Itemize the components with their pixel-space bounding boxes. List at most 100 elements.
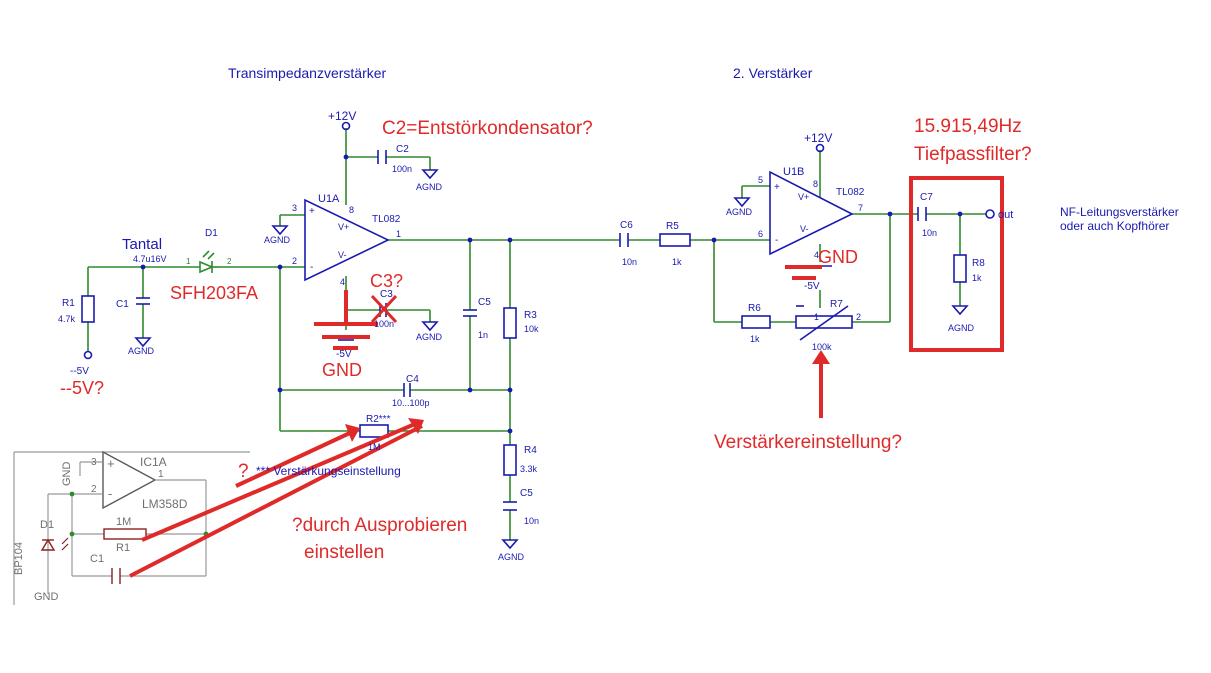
inset-r1v: 1M <box>116 516 131 528</box>
plus-a: + <box>309 206 315 217</box>
label-r4: R4 <box>524 445 537 456</box>
label-r3: R3 <box>524 310 537 321</box>
label-r8: R8 <box>972 258 985 269</box>
value-r3: 10k <box>524 324 539 334</box>
inset-r1: R1 <box>116 542 130 554</box>
resistor-r2 <box>359 424 389 438</box>
inset-gnd-top: GND <box>61 462 73 487</box>
label-d1: D1 <box>205 228 218 239</box>
agnd-c3: AGND <box>416 332 443 342</box>
label-tl082-b: TL082 <box>836 187 865 198</box>
inset-p1: 1 <box>158 469 164 480</box>
label-c4: C4 <box>406 374 419 385</box>
agnd-pin5: AGND <box>726 207 753 217</box>
resistor-r4 <box>503 444 517 476</box>
inset-c1: C1 <box>90 553 104 565</box>
agnd-pin3: AGND <box>264 235 291 245</box>
value-r7: 100k <box>812 342 832 352</box>
lowpass-highlight-box <box>909 176 1004 352</box>
opamp-u1b <box>769 170 854 256</box>
annot-freq: 15.915,49Hz <box>914 116 1022 137</box>
inset-opamp <box>102 450 157 510</box>
value-c3: 100n <box>374 319 394 329</box>
r7-pin1: 1 <box>814 312 819 322</box>
pin8-b: 8 <box>813 179 818 189</box>
resistor-r3 <box>503 307 517 339</box>
label-c2: C2 <box>396 144 409 155</box>
components <box>81 121 995 550</box>
annot-gain: Verstärkereinstellung? <box>714 432 902 453</box>
annot-gnd1: GND <box>322 360 362 380</box>
nf-line2: oder auch Kopfhörer <box>1060 219 1169 233</box>
pin1: 1 <box>396 229 401 239</box>
pin2: 2 <box>292 256 297 266</box>
agnd-r8: AGND <box>948 323 975 333</box>
annot-c3: C3? <box>370 271 403 291</box>
agnd-c1: AGND <box>128 346 155 356</box>
label-c1: C1 <box>116 299 129 310</box>
value-c7: 10n <box>922 228 937 238</box>
annot-q: ? <box>238 461 249 482</box>
inset-circuit <box>13 450 250 605</box>
label-c5b: C5 <box>520 488 533 499</box>
label-c7: C7 <box>920 192 933 203</box>
label-out: out <box>998 209 1013 221</box>
potentiometer-r7 <box>795 315 853 329</box>
value-r4: 3.3k <box>520 464 538 474</box>
label-plus12-a: +12V <box>328 109 356 123</box>
pin4-b: 4 <box>814 250 819 260</box>
vplus-a: V+ <box>338 222 349 232</box>
annot-tiefpass: Tiefpassfilter? <box>914 144 1032 165</box>
photodiode-d1 <box>199 260 215 274</box>
annotation-marks <box>129 176 1004 578</box>
inset-p3: 3 <box>91 457 97 468</box>
value-c6: 10n <box>622 257 637 267</box>
annot-probe1: ?durch Ausprobieren <box>292 515 467 536</box>
inset-bp104: BP104 <box>13 542 25 575</box>
pin4-a: 4 <box>340 277 345 287</box>
value-r1: 4.7k <box>58 314 76 324</box>
agnd-c2: AGND <box>416 182 443 192</box>
label-r5: R5 <box>666 221 679 232</box>
label-plus12-b: +12V <box>804 131 832 145</box>
pin5: 5 <box>758 175 763 185</box>
pin6: 6 <box>758 229 763 239</box>
annot-minus5: --5V? <box>60 378 104 398</box>
heading-stage2: 2. Verstärker <box>733 65 813 81</box>
annot-c2: C2=Entstörkondensator? <box>382 118 593 139</box>
value-c4: 10...100p <box>392 398 430 408</box>
label-r6: R6 <box>748 303 761 314</box>
label-c3: C3 <box>380 289 393 300</box>
value-r8: 1k <box>972 273 982 283</box>
inset-part: LM358D <box>142 497 188 511</box>
resistor-r8 <box>953 254 967 283</box>
label-u1a: U1A <box>318 193 340 205</box>
resistor-r1 <box>81 295 95 323</box>
annot-sfh: SFH203FA <box>170 283 258 303</box>
value-c5a: 1n <box>478 330 488 340</box>
value-c5b: 10n <box>524 516 539 526</box>
inset-ic: IC1A <box>140 455 167 469</box>
label-minus5-b: -5V <box>336 349 352 360</box>
opamp-u1a <box>304 198 390 282</box>
label-r1: R1 <box>62 298 75 309</box>
inset-gnd-bot: GND <box>34 591 59 603</box>
value-c2: 100n <box>392 164 412 174</box>
inset-plus: + <box>107 456 115 471</box>
label-r2: R2*** <box>366 414 391 425</box>
minus-a: - <box>310 262 313 273</box>
value-tantal: 4.7u16V <box>133 254 167 264</box>
label-u1b: U1B <box>783 166 804 178</box>
inset-d1: D1 <box>40 519 54 531</box>
nf-line1: NF-Leitungsverstärker <box>1060 205 1179 219</box>
resistor-r6 <box>741 315 771 329</box>
inset-p2: 2 <box>91 484 97 495</box>
value-r5: 1k <box>672 257 682 267</box>
vminus-b: V- <box>800 224 809 234</box>
value-r2: 1M <box>368 442 381 452</box>
label-r7: R7 <box>830 299 843 310</box>
r7-pin2: 2 <box>856 312 861 322</box>
agnd-c5b: AGND <box>498 552 525 562</box>
vminus-a: V- <box>338 250 347 260</box>
label-c5a: C5 <box>478 297 491 308</box>
